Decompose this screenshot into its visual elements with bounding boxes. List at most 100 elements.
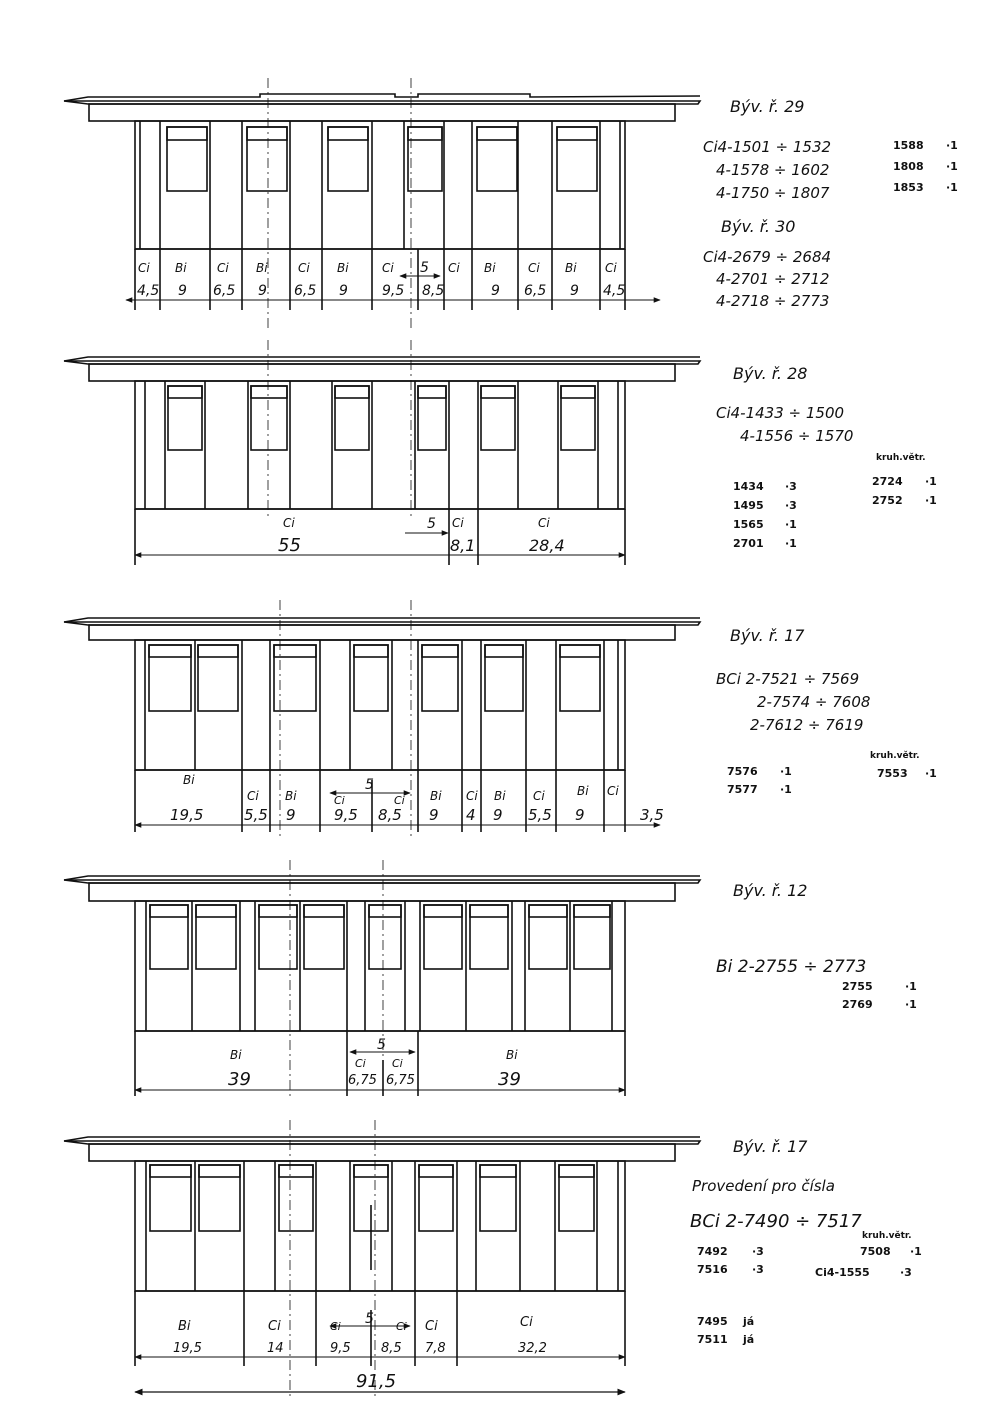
toilet-dimension: 5 bbox=[365, 1311, 374, 1327]
car-count: ·3 bbox=[900, 1266, 912, 1279]
section-class-label: Ci bbox=[392, 1057, 403, 1070]
section-length: 28,4 bbox=[529, 536, 565, 555]
series-title: Býv. ř. 17 bbox=[733, 1137, 808, 1156]
car-count: ·1 bbox=[785, 518, 797, 531]
section-class-label: Bi bbox=[256, 261, 268, 275]
series-line: BCi 2-7490 ÷ 7517 bbox=[690, 1211, 862, 1232]
car-number: 1434 bbox=[733, 480, 764, 493]
section-class-label: Bi bbox=[230, 1048, 242, 1062]
car-count: ·1 bbox=[946, 139, 958, 152]
series-line: Provedení pro čísla bbox=[692, 1177, 835, 1195]
series-line: 4-2701 ÷ 2712 bbox=[716, 270, 829, 288]
car-elevation bbox=[63, 860, 702, 1100]
series-line: Ci4-2679 ÷ 2684 bbox=[703, 248, 831, 266]
section-length: 9,5 bbox=[334, 806, 358, 824]
car-count: ·1 bbox=[780, 765, 792, 778]
section-class-label: Ci bbox=[452, 516, 464, 530]
section-length: 3,5 bbox=[640, 806, 664, 824]
section-class-label: Ci bbox=[466, 789, 478, 803]
series-title: Býv. ř. 30 bbox=[721, 217, 795, 236]
section-class-label: Ci bbox=[283, 516, 295, 530]
total-length: 91,5 bbox=[356, 1371, 396, 1392]
car-number: 1588 bbox=[893, 139, 924, 152]
section-class-label: Ci bbox=[520, 1315, 533, 1330]
series-line: Bi 2-2755 ÷ 2773 bbox=[716, 957, 866, 977]
car-number: 2752 bbox=[872, 494, 903, 507]
section-class-label: Ci bbox=[334, 794, 345, 807]
section-length: 39 bbox=[228, 1069, 251, 1090]
car-count: ·3 bbox=[752, 1245, 764, 1258]
section-class-label: Bi bbox=[494, 789, 506, 803]
car-number: 7495 bbox=[697, 1315, 728, 1328]
car-number: 1495 bbox=[733, 499, 764, 512]
section-class-label: Bi bbox=[565, 261, 577, 275]
car-elevation bbox=[63, 1120, 702, 1400]
section-length: 6,5 bbox=[213, 283, 235, 299]
section-class-label: Ci bbox=[138, 261, 150, 275]
section-length: 6,5 bbox=[294, 283, 316, 299]
series-line: 4-1750 ÷ 1807 bbox=[716, 184, 830, 202]
section-labels: Bi Ci Ci Bi 39 6,75 6,75 39 5 bbox=[228, 1037, 521, 1090]
car-number: 7516 bbox=[697, 1263, 728, 1276]
section-class-label: Ci bbox=[247, 789, 259, 803]
car-count: ·1 bbox=[905, 998, 917, 1011]
series-notes: Býv. ř. 29 Ci4-1501 ÷ 1532 4-1578 ÷ 1602… bbox=[703, 97, 958, 310]
section-length: 9 bbox=[491, 283, 500, 299]
car-elevation bbox=[63, 600, 702, 840]
section-length: 7,8 bbox=[425, 1341, 446, 1356]
series-notes: Býv. ř. 12 Bi 2-2755 ÷ 2773 2755 ·1 2769… bbox=[716, 881, 917, 1011]
car-number: 2701 bbox=[733, 537, 764, 550]
section-class-labels: Ci Bi Ci Bi Ci Bi Ci Ci Bi Ci Bi Ci bbox=[138, 261, 617, 275]
section-class-label: Ci bbox=[330, 1320, 341, 1333]
section-length: 8,5 bbox=[378, 806, 402, 824]
series-title: Býv. ř. 12 bbox=[733, 881, 807, 900]
section-length: 55 bbox=[278, 535, 301, 556]
series-notes: Býv. ř. 28 Ci4-1433 ÷ 1500 4-1556 ÷ 1570… bbox=[716, 364, 937, 550]
section-length: 4,5 bbox=[137, 283, 159, 299]
section-class-label: Bi bbox=[175, 261, 187, 275]
car-number: 2724 bbox=[872, 475, 903, 488]
section-length: 6,75 bbox=[386, 1073, 415, 1088]
section-class-label: Ci bbox=[394, 794, 405, 807]
series-line: Ci4-1433 ÷ 1500 bbox=[716, 404, 844, 422]
car-elevation bbox=[63, 340, 702, 565]
car-number: 2769 bbox=[842, 998, 873, 1011]
car-number: 7511 bbox=[697, 1333, 728, 1346]
vent-label: kruh.větr. bbox=[876, 452, 926, 463]
section-class-label: Bi bbox=[337, 261, 349, 275]
car-count: ·1 bbox=[925, 475, 937, 488]
car-count: já bbox=[742, 1315, 754, 1328]
section-labels: Bi Ci Bi Ci Ci Bi Ci Bi Ci Bi Ci 19,5 5,… bbox=[170, 773, 664, 824]
series-notes: Býv. ř. 17 Provedení pro čísla BCi 2-749… bbox=[690, 1137, 922, 1346]
series-line: Ci4-1501 ÷ 1532 bbox=[703, 138, 831, 156]
section-length: 9 bbox=[429, 806, 439, 824]
section-length: 14 bbox=[267, 1341, 284, 1356]
section-class-label: Bi bbox=[285, 789, 297, 803]
section-class-label: Ci bbox=[298, 261, 310, 275]
series-title: Býv. ř. 17 bbox=[730, 626, 805, 645]
car-number: 2755 bbox=[842, 980, 873, 993]
section-class-label: Bi bbox=[430, 789, 442, 803]
section-length: 8,5 bbox=[422, 283, 444, 299]
section-class-label: Bi bbox=[183, 773, 195, 787]
section-length: 5,5 bbox=[528, 806, 552, 824]
series-line: 2-7612 ÷ 7619 bbox=[750, 716, 863, 734]
car-elevation bbox=[63, 78, 702, 330]
section-length: 6,5 bbox=[524, 283, 546, 299]
section-length: 9 bbox=[575, 806, 585, 824]
section-class-label: Bi bbox=[506, 1048, 518, 1062]
section-class-label: Ci bbox=[538, 516, 550, 530]
car-count: ·3 bbox=[785, 480, 797, 493]
car-count: ·1 bbox=[780, 783, 792, 796]
toilet-dimension: 5 bbox=[377, 1037, 386, 1053]
section-length: 32,2 bbox=[518, 1341, 547, 1356]
section-length: 8,1 bbox=[450, 536, 475, 555]
series-notes: Býv. ř. 17 BCi 2-7521 ÷ 7569 2-7574 ÷ 76… bbox=[716, 626, 937, 796]
car-number: 1565 bbox=[733, 518, 764, 531]
car-count: ·3 bbox=[785, 499, 797, 512]
section-class-label: Ci bbox=[533, 789, 545, 803]
section-length: 9 bbox=[570, 283, 579, 299]
car-count: ·1 bbox=[946, 160, 958, 173]
series-line: 4-2718 ÷ 2773 bbox=[716, 292, 829, 310]
car-number: 7576 bbox=[727, 765, 758, 778]
